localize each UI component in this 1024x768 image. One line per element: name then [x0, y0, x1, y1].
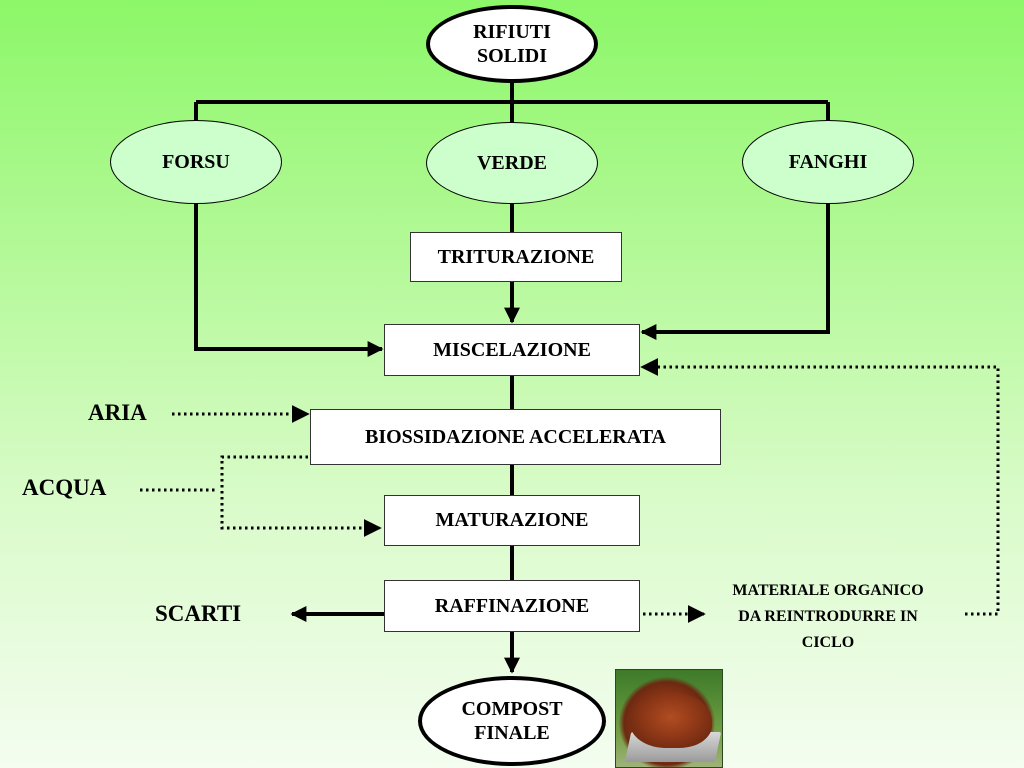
materiale-organico-label: MATERIALE ORGANICO DA REINTRODURRE IN CI…	[732, 582, 924, 651]
compost-pile-shape	[630, 692, 712, 748]
compost-finale-node: COMPOST FINALE	[418, 676, 606, 766]
biossidazione-box: BIOSSIDAZIONE ACCELERATA	[310, 409, 721, 465]
verde-node: VERDE	[426, 122, 598, 204]
compost-photo-icon	[615, 669, 723, 768]
rifiuti-solidi-node: RIFIUTI SOLIDI	[426, 5, 598, 83]
fanghi-node: FANGHI	[742, 120, 914, 204]
scarti-label: SCARTI	[155, 601, 242, 626]
forsu-node: FORSU	[110, 120, 282, 204]
maturazione-box: MATURAZIONE	[384, 495, 640, 546]
triturazione-box: TRITURAZIONE	[410, 232, 622, 282]
raffinazione-box: RAFFINAZIONE	[384, 580, 640, 632]
aria-label: ARIA	[88, 400, 147, 425]
acqua-label: ACQUA	[22, 475, 107, 500]
miscelazione-box: MISCELAZIONE	[384, 324, 640, 376]
